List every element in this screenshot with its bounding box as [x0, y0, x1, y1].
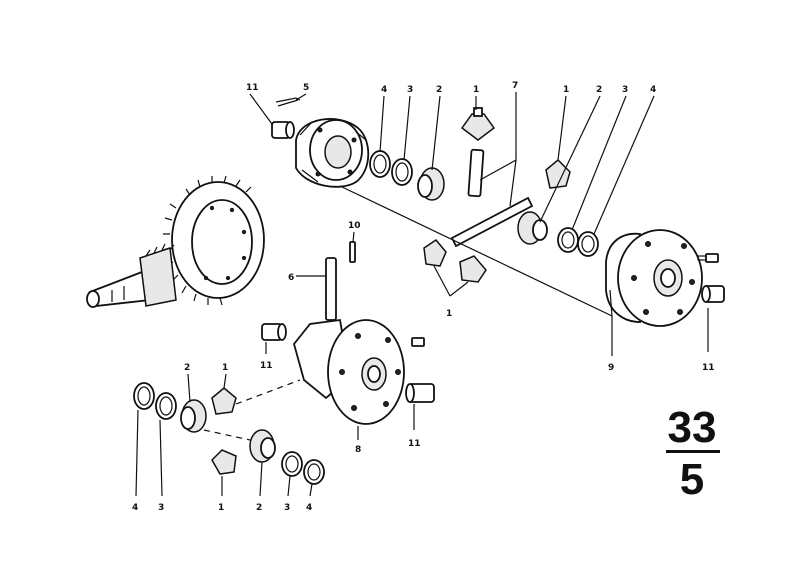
side-gear-2-lower-left [180, 399, 207, 433]
washer-3-lower-left [155, 392, 177, 420]
callout-11-middle-left: 11 [260, 361, 273, 371]
page-group-number: 33 [668, 403, 717, 452]
callout-1-top: 1 [473, 85, 479, 95]
callout-3-top: 3 [407, 85, 413, 95]
bushing-upper-left [271, 121, 295, 139]
page-reference: 33 5 [666, 403, 720, 504]
callout-9: 9 [608, 363, 614, 373]
callout-6: 6 [288, 273, 294, 283]
pinion-gear-1-lower-bottom [211, 449, 237, 475]
bushing-11-lower-left [261, 323, 287, 341]
side-gear-2-right [517, 211, 548, 245]
callout-4-top-right: 4 [650, 85, 656, 95]
cross-shaft-7 [450, 148, 534, 248]
callout-11-lower-right: 11 [408, 439, 421, 449]
callout-2-top-right: 2 [596, 85, 602, 95]
differential-case-half-upper [295, 118, 370, 188]
shaft-6 [325, 257, 337, 321]
callout-5: 5 [303, 83, 309, 93]
callout-11-top: 11 [246, 83, 259, 93]
callout-4-bottom-1: 4 [132, 503, 138, 513]
pinion-gears-1-lower [423, 239, 487, 283]
callout-2-lower-left: 2 [184, 363, 190, 373]
pinion-gear-1-top [460, 107, 496, 141]
callout-3-top-right: 3 [622, 85, 628, 95]
callout-1-lower-left: 1 [222, 363, 228, 373]
page-number: 5 [680, 455, 704, 504]
callout-1-bottom: 1 [218, 503, 224, 513]
pin-10 [349, 241, 356, 263]
side-gear-2-lower-right [249, 429, 276, 463]
callout-8: 8 [355, 445, 361, 455]
callout-1-middle: 1 [446, 309, 452, 319]
washer-4-lower-right [303, 459, 325, 485]
wire-part-5 [275, 97, 301, 107]
callout-3-bottom-1: 3 [158, 503, 164, 513]
washer-3-right [557, 227, 579, 253]
washer-3-upper [391, 158, 413, 186]
washer-3-lower-right [281, 451, 303, 477]
callout-2-top: 2 [436, 85, 442, 95]
bushing-11-right [701, 285, 725, 303]
callout-1-top-right: 1 [563, 85, 569, 95]
pinion-gear-1-right [545, 158, 571, 189]
callout-labels: 11 5 4 3 2 1 7 1 2 3 4 10 6 1 11 9 11 2 … [132, 81, 715, 513]
bushing-11-lower-right [405, 383, 435, 403]
ring-gear [162, 175, 265, 306]
leader-lines [135, 92, 709, 497]
callout-10: 10 [348, 221, 361, 231]
washer-4-lower-left [133, 382, 155, 410]
differential-case-lower-8 [293, 318, 405, 425]
bolt-right [697, 253, 719, 263]
callout-3-bottom-2: 3 [284, 503, 290, 513]
bolt-lower [411, 337, 425, 347]
callout-2-bottom: 2 [256, 503, 262, 513]
callout-7: 7 [512, 81, 518, 91]
callout-4-bottom-2: 4 [306, 503, 312, 513]
callout-4-top: 4 [381, 85, 387, 95]
callout-11-right: 11 [702, 363, 715, 373]
drive-pinion [86, 243, 177, 308]
washer-4-right [577, 231, 599, 257]
page-divider [666, 450, 720, 453]
washer-4-upper [369, 150, 391, 178]
pinion-gear-1-lower-left [211, 387, 237, 415]
side-gear-2-upper [417, 167, 445, 201]
differential-case-half-right [605, 229, 703, 327]
